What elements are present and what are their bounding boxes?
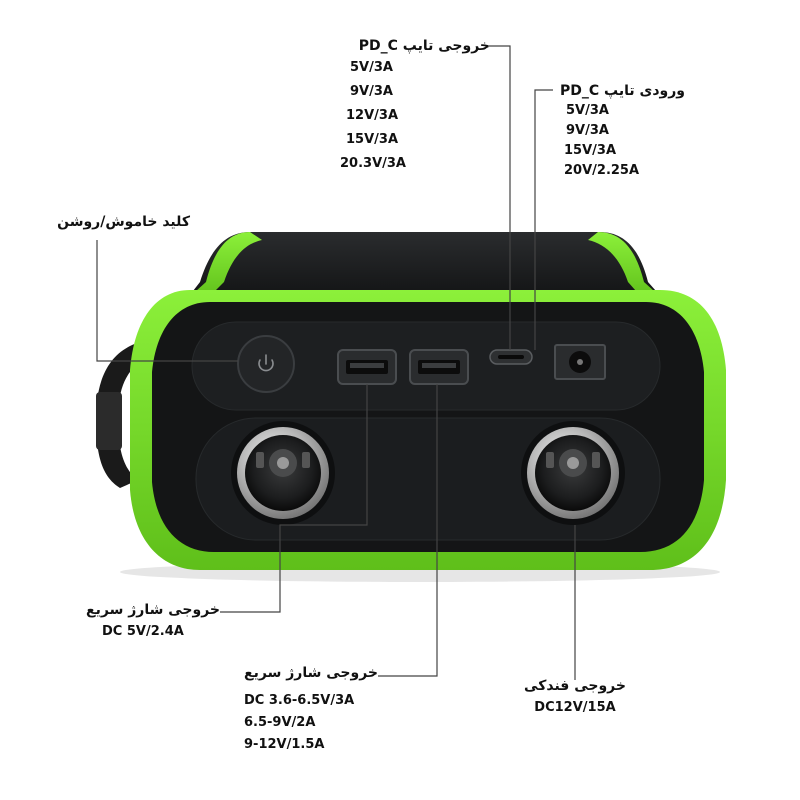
dc-barrel-port[interactable] <box>554 344 606 380</box>
usb-fast-charge-2-spec-2: 6.5-9V/2A <box>244 715 316 730</box>
power-key-title: کلید خاموش/روشن <box>57 214 190 230</box>
leader-typec-output <box>489 45 511 350</box>
usb-a-port-2[interactable] <box>409 349 469 385</box>
label-usb-fast-charge-1: خروجی شارژ سریع DC 5V/2.4A <box>86 602 220 640</box>
carry-strap-band <box>96 392 122 450</box>
label-typec-output: خروجی تایپ PD_C 5V/3A 9V/3A 12V/3A 15V/3… <box>340 38 490 172</box>
device-top <box>186 232 664 300</box>
typec-output-spec-4: 15V/3A <box>346 132 399 147</box>
top-green-trim-right <box>588 232 664 300</box>
usb-fast-charge-2-title: خروجی شارژ سریع <box>244 665 378 681</box>
usb-fast-charge-2-spec-1: DC 3.6-6.5V/3A <box>244 693 355 708</box>
label-cigarette-output: خروجی فندکی DC12V/15A <box>520 678 630 716</box>
power-icon <box>258 354 274 372</box>
usb-fast-charge-1-spec-1: DC 5V/2.4A <box>102 624 184 639</box>
leader-typec-input <box>534 89 553 350</box>
typec-input-spec-2: 9V/3A <box>566 123 609 138</box>
cigarette-output-title: خروجی فندکی <box>524 678 626 694</box>
leader-power-key <box>96 240 238 362</box>
leader-usb-1 <box>220 384 368 613</box>
carry-strap <box>96 342 148 488</box>
usb-fast-charge-2-spec-3: 9-12V/1.5A <box>244 737 325 752</box>
cigarette-socket-right[interactable] <box>521 421 625 525</box>
typec-output-spec-3: 12V/3A <box>346 108 399 123</box>
usb-c-port[interactable] <box>489 349 533 365</box>
usb-a-port-1[interactable] <box>337 349 397 385</box>
label-power-key: کلید خاموش/روشن <box>40 214 190 234</box>
typec-input-spec-1: 5V/3A <box>566 103 609 118</box>
leader-lines <box>96 45 576 680</box>
leader-usb-2 <box>378 384 438 677</box>
cigarette-socket-left[interactable] <box>231 421 335 525</box>
label-typec-input: ورودی تایپ PD_C 5V/3A 9V/3A 15V/3A 20V/2… <box>560 83 720 179</box>
typec-input-spec-3: 15V/3A <box>564 143 617 158</box>
typec-output-spec-5: 20.3V/3A <box>340 156 406 171</box>
typec-output-spec-2: 9V/3A <box>350 84 393 99</box>
usb-fast-charge-1-title: خروجی شارژ سریع <box>86 602 220 618</box>
typec-output-spec-1: 5V/3A <box>350 60 393 75</box>
top-green-trim-left <box>186 232 262 300</box>
typec-input-spec-4: 20V/2.25A <box>564 163 640 178</box>
power-button[interactable] <box>237 335 295 393</box>
label-usb-fast-charge-2: خروجی شارژ سریع DC 3.6-6.5V/3A 6.5-9V/2A… <box>244 665 378 753</box>
typec-input-title: ورودی تایپ PD_C <box>560 83 685 99</box>
cigarette-output-spec-1: DC12V/15A <box>534 700 616 715</box>
typec-output-title: خروجی تایپ PD_C <box>358 38 490 54</box>
